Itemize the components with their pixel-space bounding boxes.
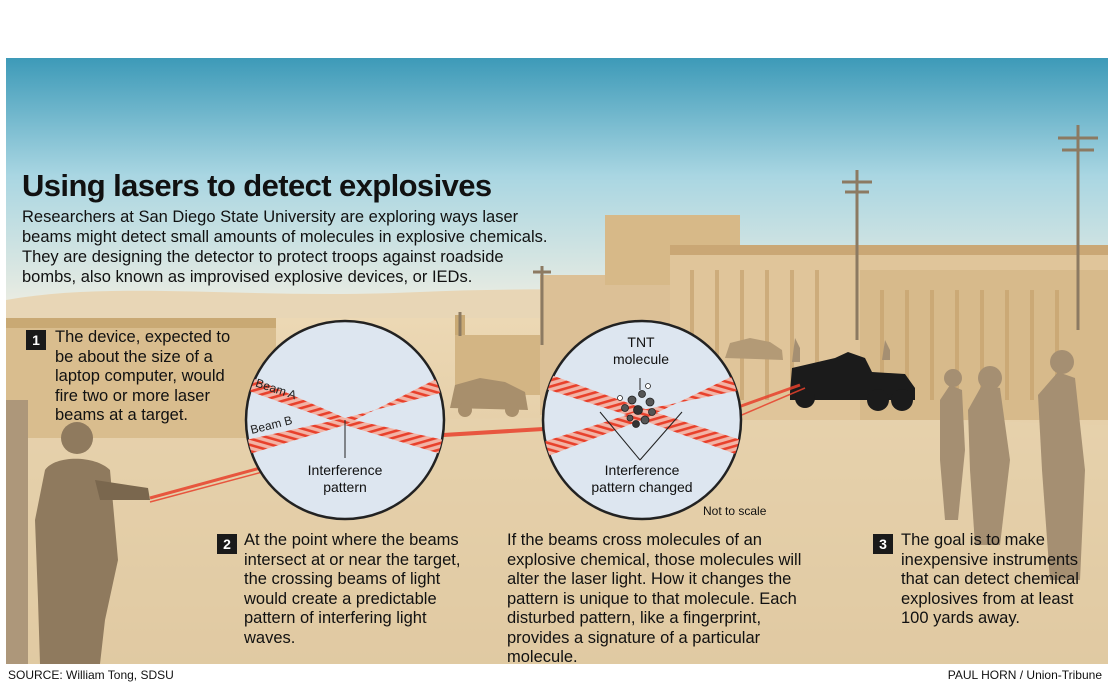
step-3-number: 3 [873,534,893,554]
tnt-molecule-label: TNT molecule [612,334,670,367]
soldier-silhouettes [792,338,1085,580]
tnt-molecule-icon [617,383,656,428]
lens-interference-pattern [244,319,446,521]
step-1-text: The device, expected to be about the siz… [55,328,231,424]
pattern-changed-label: Interference pattern changed [591,462,693,495]
target-truck [790,352,915,411]
utility-poles [458,125,1098,345]
artist-credit: PAUL HORN / Union-Tribune [947,668,1102,682]
intro-text: Researchers at San Diego State Universit… [22,208,548,286]
distant-humvee [450,378,528,417]
step-1-number: 1 [26,330,46,350]
interference-pattern-label: Interference pattern [307,462,383,495]
far-humvee [725,338,783,360]
soldier-with-device [6,400,150,664]
step-2-text: At the point where the beams intersect a… [244,531,461,647]
step-3-text: The goal is to make inexpensive instrume… [901,531,1079,627]
step-2-number: 2 [217,534,237,554]
lens-pattern-changed [541,319,743,521]
molecule-signature-text: If the beams cross molecules of an explo… [507,531,802,666]
source-credit: SOURCE: William Tong, SDSU [8,668,174,682]
scale-note: Not to scale [703,504,767,518]
page-title: Using lasers to detect explosives [22,168,492,203]
